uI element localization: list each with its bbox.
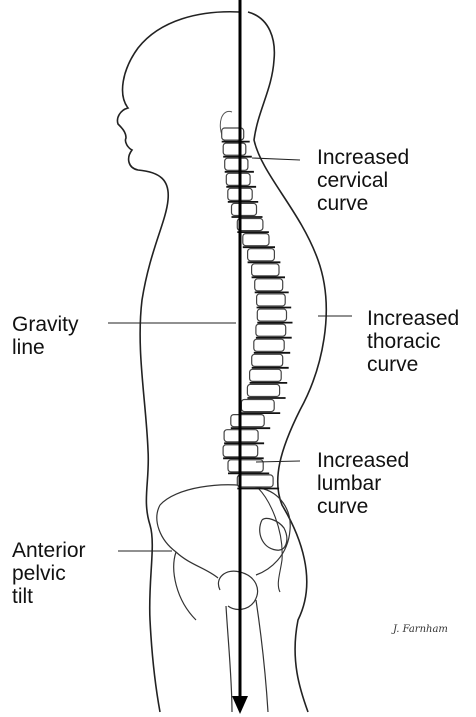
vertebra (243, 234, 269, 246)
label-line: Increased (367, 307, 459, 330)
label-anterior-pelvic-tilt: Anterior pelvic tilt (12, 539, 86, 608)
label-line: tilt (12, 585, 86, 608)
label-line: pelvic (12, 562, 86, 585)
vertebra (248, 249, 275, 261)
label-line: thoracic (367, 330, 459, 353)
vertebra (254, 339, 284, 351)
label-increased-lumbar-curve: Increased lumbar curve (317, 449, 409, 518)
vertebra (241, 400, 274, 412)
label-line: line (12, 336, 79, 359)
artist-signature: J. Farnham (393, 624, 448, 635)
label-line: Gravity (12, 313, 79, 336)
femur-shape (218, 571, 268, 712)
label-increased-cervical-curve: Increased cervical curve (317, 146, 409, 215)
spine-vertebrae (222, 128, 293, 489)
vertebra (256, 324, 286, 336)
vertebra (225, 158, 248, 170)
label-line: curve (317, 192, 409, 215)
vertebra (257, 294, 286, 306)
label-line: Anterior (12, 539, 86, 562)
vertebra (223, 143, 246, 155)
vertebra (231, 415, 264, 427)
label-increased-thoracic-curve: Increased thoracic curve (367, 307, 459, 376)
label-line: Increased (317, 146, 409, 169)
vertebra (257, 309, 286, 321)
vertebra (250, 369, 282, 381)
vertebra (252, 264, 279, 276)
label-line: curve (317, 495, 409, 518)
vertebra (232, 203, 257, 215)
label-line: Increased (317, 449, 409, 472)
vertebra (237, 475, 273, 487)
vertebra (252, 354, 283, 366)
vertebra (226, 173, 250, 185)
label-line: lumbar (317, 472, 409, 495)
label-gravity-line: Gravity line (12, 313, 79, 359)
label-line: cervical (317, 169, 409, 192)
gravity-arrow-head (232, 696, 248, 714)
vertebra (247, 384, 279, 396)
vertebra (255, 279, 283, 291)
label-line: curve (367, 353, 459, 376)
leader-cervical (252, 158, 300, 160)
